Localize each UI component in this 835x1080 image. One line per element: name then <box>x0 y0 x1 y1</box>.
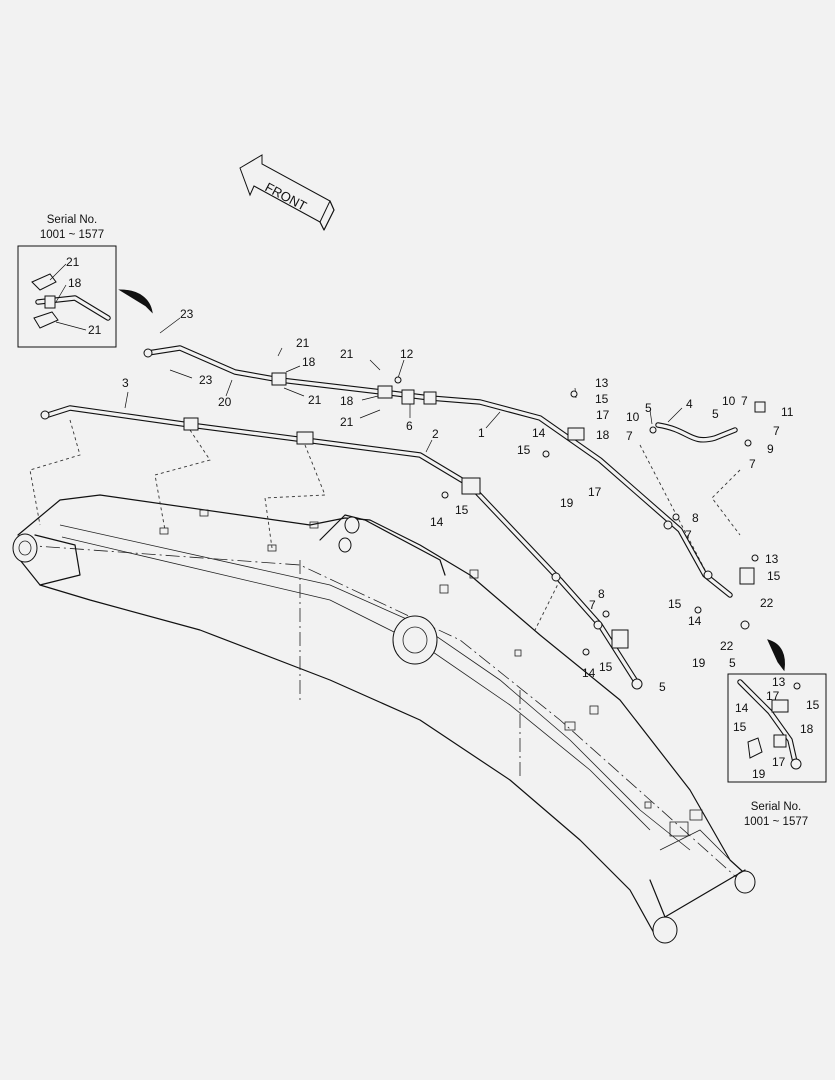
callout-14-b: 14 <box>430 515 444 529</box>
callout-6: 6 <box>406 419 413 433</box>
callout-22-a: 22 <box>760 596 774 610</box>
inset1-serial-title: Serial No. <box>47 214 98 226</box>
boom-body <box>12 494 756 944</box>
inset1-pointer-arrow <box>118 289 153 314</box>
callout-15-c: 15 <box>455 503 469 517</box>
serial-inset-right: 13 17 15 14 18 15 17 19 Serial No. 1001 … <box>727 673 827 828</box>
callout-13-b: 13 <box>765 552 779 566</box>
front-arrow: FRONT <box>239 154 335 231</box>
callout-7-e: 7 <box>685 528 692 542</box>
callout-22-b: 22 <box>720 639 734 653</box>
callout-18-b: 18 <box>340 394 354 408</box>
inset1-label-21-bottom: 21 <box>88 323 102 337</box>
inset2-serial-title: Serial No. <box>751 801 802 813</box>
callout-17-b: 17 <box>588 485 602 499</box>
callout-15-b: 15 <box>517 443 531 457</box>
mounting-leaders <box>29 419 741 631</box>
callout-2: 2 <box>432 427 439 441</box>
callout-14-c: 14 <box>688 614 702 628</box>
callout-17-a: 17 <box>596 408 610 422</box>
callout-7-b: 7 <box>741 394 748 408</box>
callout-23-bottom: 23 <box>199 373 213 387</box>
callout-9: 9 <box>767 442 774 456</box>
callout-7-a: 7 <box>626 429 633 443</box>
callout-7-c: 7 <box>773 424 780 438</box>
inset2-label-17-bottom: 17 <box>772 755 786 769</box>
callout-10-b: 10 <box>722 394 736 408</box>
callout-15-e: 15 <box>668 597 682 611</box>
callout-13-a: 13 <box>595 376 609 390</box>
inset2-label-17-top: 17 <box>766 689 780 703</box>
inset1-serial-range: 1001 ~ 1577 <box>40 229 104 241</box>
inset2-serial-range: 1001 ~ 1577 <box>744 816 808 828</box>
inset1-label-21-top: 21 <box>66 255 80 269</box>
callout-15-a: 15 <box>595 392 609 406</box>
inset2-label-15-right: 15 <box>806 698 820 712</box>
callout-5-c: 5 <box>729 656 736 670</box>
pipes <box>40 345 766 690</box>
callout-5-d: 5 <box>659 680 666 694</box>
callout-19-a: 19 <box>560 496 574 510</box>
callout-15-f: 15 <box>599 660 613 674</box>
callout-21-b: 21 <box>308 393 322 407</box>
callout-15-d: 15 <box>767 569 781 583</box>
bolts <box>394 376 801 690</box>
callout-10-a: 10 <box>626 410 640 424</box>
callout-14-d: 14 <box>582 666 596 680</box>
callout-3: 3 <box>122 376 129 390</box>
callout-4: 4 <box>686 397 693 411</box>
inset2-label-13: 13 <box>772 675 786 689</box>
inset2-pointer-arrow <box>767 639 785 672</box>
callout-21-d: 21 <box>340 415 354 429</box>
callout-5-b: 5 <box>712 407 719 421</box>
callout-7-f: 7 <box>589 598 596 612</box>
callout-19-b: 19 <box>692 656 706 670</box>
inset2-label-18: 18 <box>800 722 814 736</box>
callout-14-a: 14 <box>532 426 546 440</box>
callouts: 3 20 23 23 21 18 21 21 18 21 12 6 2 1 13… <box>122 307 794 694</box>
inset1-label-18: 18 <box>68 276 82 290</box>
callout-18-c: 18 <box>596 428 610 442</box>
inset2-label-15-left: 15 <box>733 720 747 734</box>
callout-8-b: 8 <box>598 587 605 601</box>
callout-7-d: 7 <box>749 457 756 471</box>
callout-21-a: 21 <box>296 336 310 350</box>
callout-20: 20 <box>218 395 232 409</box>
inset2-label-19: 19 <box>752 767 766 781</box>
callout-5-a: 5 <box>645 401 652 415</box>
callout-8-a: 8 <box>692 511 699 525</box>
callout-1: 1 <box>478 426 485 440</box>
callout-18-a: 18 <box>302 355 316 369</box>
callout-11: 11 <box>781 405 794 419</box>
serial-inset-left: Serial No. 1001 ~ 1577 21 18 21 <box>17 214 117 348</box>
callout-12: 12 <box>400 347 414 361</box>
callout-leaders <box>124 317 683 453</box>
callout-23-top: 23 <box>180 307 194 321</box>
callout-21-c: 21 <box>340 347 354 361</box>
inset2-label-14: 14 <box>735 701 749 715</box>
